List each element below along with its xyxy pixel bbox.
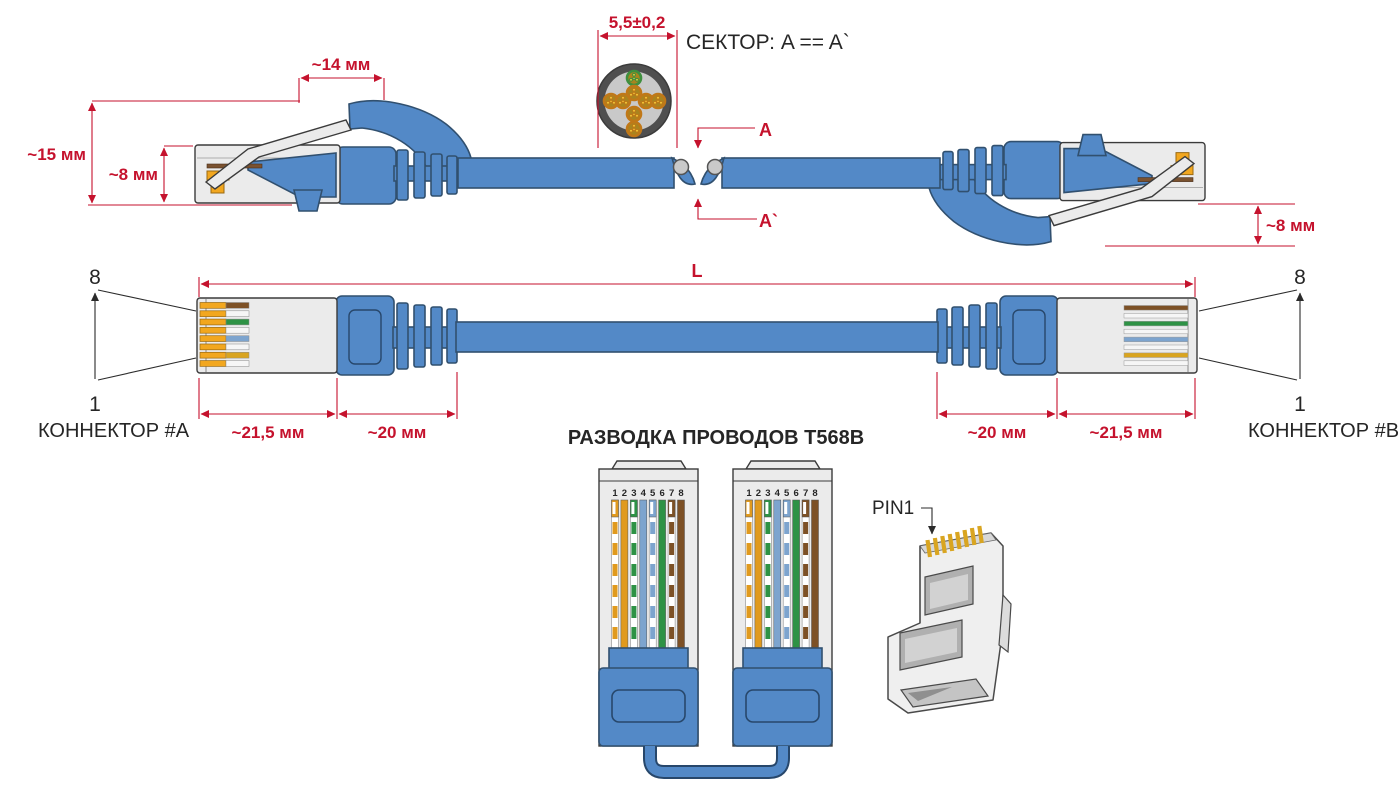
connector-front-view: 1 2 3 4 5 6 7 8	[598, 460, 699, 747]
ridge-fin	[413, 304, 426, 368]
dimension-8mm-right: ~8 мм	[1105, 203, 1315, 247]
wire-clamp	[608, 647, 689, 671]
boot-detail	[611, 689, 686, 723]
cable-break	[457, 156, 941, 189]
section-a-label: A	[759, 120, 772, 140]
wiring-title: РАЗВОДКА ПРОВОДОВ T568B	[568, 427, 864, 449]
dimension-14mm: ~14 мм	[298, 55, 385, 103]
connector-b-top-view	[1056, 297, 1198, 374]
dimension-connector-a: ~21,5 мм ~20 мм	[198, 372, 458, 442]
connector-a-label: КОННЕКТОР #A	[38, 420, 190, 442]
boot-top-view	[335, 295, 395, 376]
boot-detail	[348, 309, 382, 365]
pin-number: 7	[669, 488, 674, 499]
pin1-label-a: 1	[89, 393, 101, 416]
pin-fan-a: 8 1	[89, 266, 197, 416]
latch-3d	[998, 593, 1012, 654]
pin-number: 6	[659, 488, 664, 499]
ridge-fin	[430, 306, 443, 366]
length-label: L	[692, 261, 703, 281]
pin8-label-a: 8	[89, 266, 101, 289]
wire-pair	[649, 92, 667, 110]
cable-end-core	[672, 158, 690, 176]
plug-length-a: ~21,5 мм	[232, 423, 305, 442]
cable-end-core	[706, 158, 724, 176]
wire-pair	[625, 105, 643, 123]
pin-number: 2	[622, 488, 627, 499]
rj45-3d-view	[887, 525, 1012, 714]
cable-cross-section	[596, 63, 672, 139]
height-label: ~15 мм	[27, 145, 86, 164]
lower-tab	[292, 189, 324, 212]
pin1-label-b: 1	[1294, 393, 1306, 416]
wire-pair-green	[625, 69, 643, 87]
wires-through-housing	[1123, 305, 1189, 366]
wire-pair	[625, 120, 643, 138]
lower-window-inner	[905, 628, 957, 663]
latch-bar	[204, 119, 353, 190]
connector-a-top-view	[196, 297, 338, 374]
boot-length-b: ~20 мм	[968, 423, 1027, 442]
ridge-fin	[396, 302, 409, 370]
pin-number: 5	[650, 488, 656, 499]
pin-fan-b: 8 1	[1198, 266, 1306, 416]
pin-number: 1	[612, 488, 618, 499]
dimension-8mm-left: ~8 мм	[109, 145, 193, 203]
boot-side	[335, 146, 397, 205]
cable-loop	[645, 746, 788, 777]
latch-tab	[610, 460, 688, 470]
ridge-fin	[396, 149, 409, 201]
upper-window-inner	[930, 574, 968, 609]
plug-length-b: ~21,5 мм	[1090, 423, 1163, 442]
sector-label: СЕКТОР: A == A`	[686, 31, 850, 54]
wire-pair	[614, 92, 632, 110]
section-callouts: A A`	[694, 120, 778, 231]
diameter-label: 5,5±0,2	[609, 13, 666, 32]
boot-front-view	[598, 667, 699, 747]
cable-top-view	[455, 321, 939, 353]
dimension-length: L	[198, 261, 1196, 297]
pin1-callout: PIN1	[872, 498, 936, 535]
wire-stubs	[225, 302, 250, 367]
connector-a-side-view	[194, 100, 474, 212]
boot-length-a: ~20 мм	[368, 423, 427, 442]
gold-pins-3d	[925, 525, 984, 558]
gold-pins	[199, 302, 227, 367]
pin-number: 8	[678, 488, 683, 499]
pin-number: 3	[631, 488, 636, 499]
plug-height-label-b: ~8 мм	[1266, 216, 1315, 235]
connector-b-side-view	[926, 133, 1206, 246]
section-a-prime-label: A`	[759, 211, 778, 231]
dimension-15mm: ~15 мм	[27, 100, 300, 206]
dimension-connector-b: ~20 мм ~21,5 мм	[936, 372, 1196, 442]
ridge-fin	[446, 155, 458, 195]
pin8-label-b: 8	[1294, 266, 1306, 289]
pin-numbers: 1 2 3 4 5 6 7 8	[612, 488, 683, 499]
connector-b-label: КОННЕКТОР #B	[1248, 420, 1399, 442]
ridge-fin	[413, 151, 426, 199]
dimension-diameter: 5,5±0,2	[597, 13, 678, 148]
latch-keeper-boot	[348, 100, 474, 171]
bottom-opening	[899, 678, 990, 708]
wires-t568b	[611, 499, 685, 649]
pin1-label: PIN1	[872, 498, 914, 519]
bottom-opening-shadow	[908, 687, 952, 701]
pin-number: 4	[641, 488, 647, 499]
ridge-fin	[430, 153, 443, 197]
cable-left-segment	[457, 157, 675, 189]
cable-right-segment	[721, 157, 941, 189]
plug-height-label: ~8 мм	[109, 165, 158, 184]
connector-front-view-right	[733, 461, 832, 746]
width-label: ~14 мм	[312, 55, 371, 74]
